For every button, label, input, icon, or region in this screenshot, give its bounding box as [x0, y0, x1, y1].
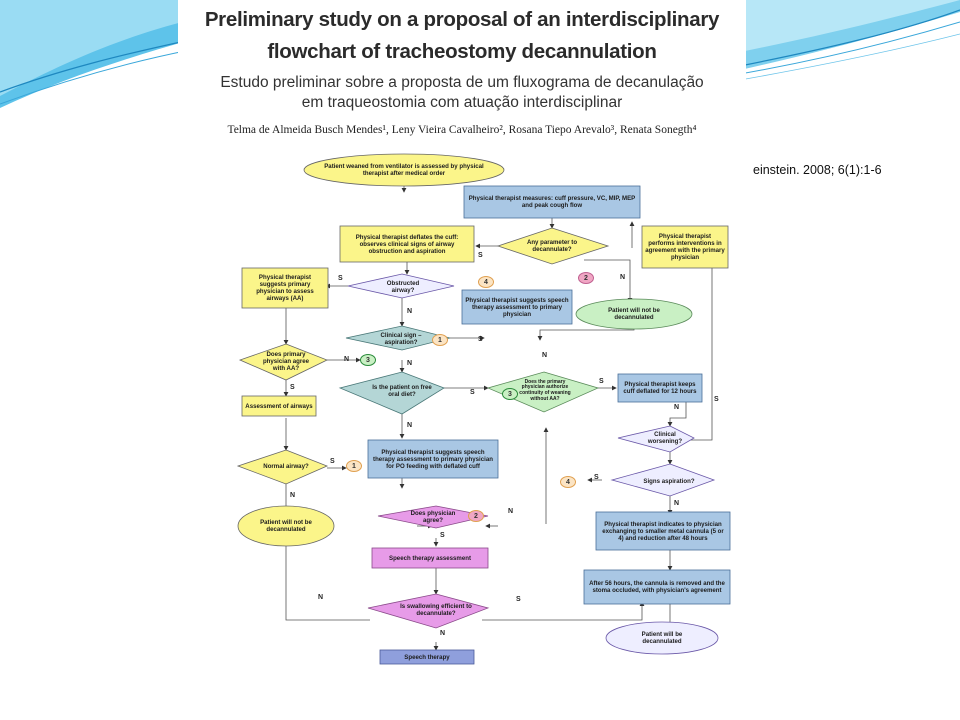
deflate-box [339, 225, 475, 263]
indicates-text: Physical therapist indicates to physicia… [602, 520, 724, 542]
not-decan-green-text: Patient will not be decannulated [608, 307, 660, 321]
normal-airway-text: Normal airway? [263, 462, 309, 470]
marker-2-circle: 2 [468, 510, 484, 522]
suggest-po-text: Physical therapist suggests speech thera… [373, 448, 493, 470]
edge-label-s: S [478, 252, 483, 259]
edge-label-s: S [290, 384, 295, 391]
any-param-text: Any parameter to decannulate? [526, 239, 578, 253]
edge-label-n: N [318, 594, 324, 601]
signs-aspiration-diamond [610, 463, 716, 497]
clinical-worsening-diamond [617, 425, 695, 453]
suggest-speech-text: Physical therapist suggests speech thera… [465, 296, 569, 318]
marker-3-circle: 3 [360, 354, 376, 366]
measure-box [463, 185, 641, 219]
marker-2-circle: 2 [578, 272, 594, 284]
edge-label-s: S [714, 396, 719, 403]
agrees-aa-diamond [238, 343, 328, 381]
paper-authors: Telma de Almeida Busch Mendes¹, Leny Vie… [227, 124, 697, 136]
edge-label-n: N [620, 274, 626, 281]
authorize-text: Does the primary physician authorize con… [519, 378, 571, 402]
signs-aspiration-text: Signs aspiration? [643, 477, 695, 485]
edge-label-n: N [674, 404, 680, 411]
edge-label-n: N [407, 360, 413, 367]
edge-label-n: N [344, 356, 350, 363]
obstructed-diamond [347, 273, 455, 299]
interventions-box [641, 225, 729, 269]
not-decan-green-ellipse [575, 298, 693, 330]
marker-4-circle: 4 [478, 276, 494, 288]
normal-airway-diamond [236, 449, 329, 485]
after56-text: After 56 hours, the cannula is removed a… [589, 580, 725, 594]
speech-assessment-text: Speech therapy assessment [389, 554, 471, 562]
clinical-sign-text: Clinical sign – aspiration? [380, 332, 422, 346]
decorative-swoosh [0, 0, 960, 108]
speech-therapy-text: Speech therapy [404, 653, 450, 661]
citation: einstein. 2008; 6(1):1-6 [749, 157, 905, 183]
suggests-aa-text: Physical therapist suggests primary phys… [256, 274, 314, 302]
swallowing-diamond [367, 593, 490, 629]
suggests-aa-box [241, 267, 329, 309]
marker-1-circle: 1 [346, 460, 362, 472]
will-be-text: Patient will be decannulated [641, 631, 683, 645]
free-oral-diamond [338, 371, 445, 415]
paper-header: Preliminary study on a proposal of an in… [178, 0, 746, 150]
edge-label-s: S [599, 378, 604, 385]
paper-title-line1: Preliminary study on a proposal of an in… [204, 8, 720, 31]
marker-3-circle: 3 [502, 388, 518, 400]
speech-assessment-box [371, 547, 489, 569]
measure-text: Physical therapist measures: cuff pressu… [468, 195, 636, 209]
clinical-worsening-text: Clinical worsening? [647, 431, 683, 445]
paper-subtitle-line1: Estudo preliminar sobre a proposta de um… [220, 74, 704, 91]
edge-label-n: N [407, 422, 413, 429]
free-oral-text: Is the patient on free oral diet? [372, 384, 432, 398]
not-decan-yellow-text: Patient will not be decannulated [260, 519, 312, 533]
paper-title-line2: flowchart of tracheostomy decannulation [267, 40, 657, 63]
edge-label-n: N [440, 630, 446, 637]
edge-label-n: N [407, 308, 413, 315]
authorize-diamond [486, 371, 600, 413]
after56-box [583, 569, 731, 605]
edge-label-s: S [330, 458, 335, 465]
start-ellipse [303, 153, 505, 187]
any-param-diamond [496, 227, 610, 265]
flowchart: Patient weaned from ventilator is assess… [222, 150, 742, 670]
obstructed-text: Obstructed airway? [386, 280, 420, 294]
edge-label-s: S [338, 275, 343, 282]
will-be-ellipse [605, 621, 719, 655]
assessment-airways-box [241, 395, 317, 417]
clinical-sign-diamond [345, 325, 451, 351]
suggest-speech-box [461, 289, 573, 325]
indicates-box [595, 511, 731, 551]
agrees-aa-text: Does primary physician agree with AA? [262, 350, 310, 372]
marker-4-circle: 4 [560, 476, 576, 488]
edge-label-s: S [478, 336, 483, 343]
paper-subtitle-line2: em traqueostomia com atuação interdiscip… [301, 94, 623, 111]
edge-label-s: S [440, 532, 445, 539]
edge-label-s: S [516, 596, 521, 603]
suggest-po-box [367, 439, 499, 479]
start-text: Patient weaned from ventilator is assess… [324, 163, 484, 177]
interventions-text: Physical therapist performs intervention… [645, 233, 725, 261]
physician-agree-text: Does physician agree? [410, 510, 456, 524]
keeps-cuff-text: Physical therapist keeps cuff deflated f… [623, 381, 697, 395]
marker-1-circle: 1 [432, 334, 448, 346]
edge-label-n: N [674, 500, 680, 507]
keeps-cuff-box [617, 373, 703, 403]
edge-label-n: N [508, 508, 514, 515]
swallowing-text: Is swallowing efficient to decannulate? [400, 603, 472, 617]
edge-label-s: S [470, 389, 475, 396]
not-decan-yellow-ellipse [237, 505, 335, 547]
speech-therapy-box [379, 649, 475, 665]
flowchart-shapes [236, 153, 731, 665]
edge-label-n: N [290, 492, 296, 499]
edge-label-s: S [594, 474, 599, 481]
edge-label-n: N [542, 352, 548, 359]
deflate-text: Physical therapist deflates the cuff: ob… [355, 233, 459, 255]
assessment-airways-text: Assessment of airways [245, 402, 313, 410]
